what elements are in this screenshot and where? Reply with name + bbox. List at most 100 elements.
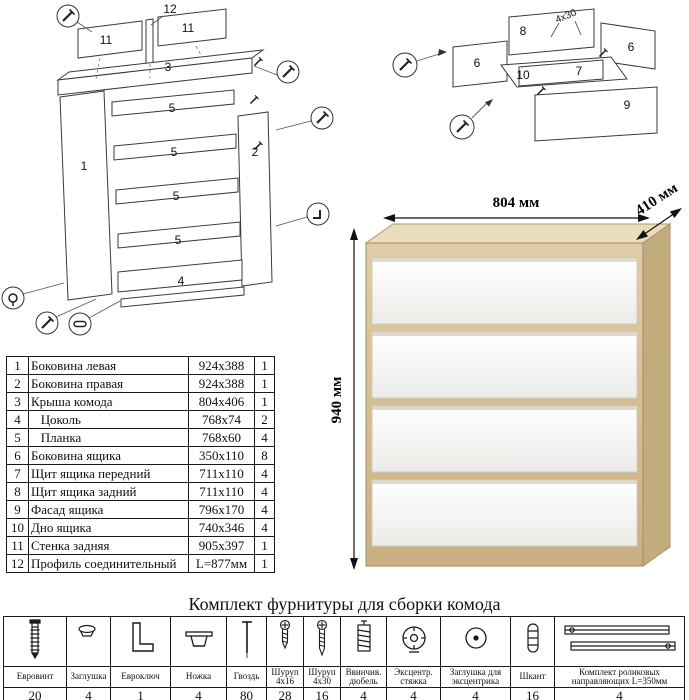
part-qty: 1 — [254, 374, 275, 393]
hardware-label: Заглушка для эксцентрика — [440, 666, 511, 688]
part-label-12: 12 — [163, 2, 177, 16]
euro-screw-icon — [29, 619, 41, 660]
hardware-icon-cell — [510, 616, 555, 667]
drawer-back-panel — [508, 8, 595, 56]
part-label-11: 11 — [100, 33, 113, 47]
part-size: 796x170 — [188, 500, 255, 519]
part-qty: 2 — [254, 410, 275, 429]
cam-callout-icon — [1, 286, 25, 310]
short-screw-icon — [279, 619, 291, 650]
frame-exploded-diagram: 12 11 11 3 1 2 5 5 5 5 4 — [1, 2, 334, 336]
part-label-2: 2 — [252, 145, 259, 159]
hardware-label: Евроключ — [110, 666, 171, 688]
part-qty: 4 — [254, 482, 275, 501]
hardware-icon-cell — [266, 616, 304, 667]
hardware-label: Ввинчив. дюбель — [340, 666, 387, 688]
hardware-icon-cell — [554, 616, 685, 667]
hardware-label: Шкант — [510, 666, 555, 688]
drawer-facade — [534, 86, 658, 142]
width-dimension-label: 804 мм — [493, 195, 540, 211]
hardware-label: Заглушка — [66, 666, 111, 688]
screw-callout-icon — [392, 52, 418, 78]
part-qty: 4 — [254, 518, 275, 537]
callout-leader-lines — [416, 20, 582, 119]
part-label-9: 9 — [624, 98, 631, 112]
part-size: 804x406 — [188, 392, 255, 411]
part-label-11: 11 — [182, 21, 195, 35]
drawer-front-2 — [371, 331, 638, 399]
part-qty: 8 — [254, 446, 275, 465]
hardware-qty: 4 — [554, 687, 685, 700]
part-number: 12 — [6, 554, 29, 573]
screw-callout-icon — [310, 106, 334, 130]
assembly-guide-lines — [95, 45, 203, 80]
cam-lock-icon — [401, 626, 426, 653]
back-panel-left — [77, 20, 143, 59]
part-qty: 1 — [254, 554, 275, 573]
plinth-back — [120, 286, 245, 308]
drawer-slides-icon — [563, 625, 676, 651]
part-number: 3 — [6, 392, 29, 411]
hardware-icon-cell — [66, 616, 111, 667]
hardware-label: Комплект роликовых направляющих L=350мм — [554, 666, 685, 688]
hardware-qty: 16 — [510, 687, 555, 700]
left-side-panel — [59, 90, 113, 301]
drawer-front-panel — [518, 59, 604, 87]
part-qty: 1 — [254, 356, 275, 375]
hardware-icon-cell — [110, 616, 171, 667]
hardware-label: Гвоздь — [226, 666, 267, 688]
frame-part-labels: 12 11 11 3 1 2 5 5 5 5 4 — [81, 2, 259, 288]
part-size: 740x346 — [188, 518, 255, 537]
chest-render: 804 мм 940 мм 410 мм — [330, 180, 682, 570]
hardware-icon-cell — [340, 616, 387, 667]
part-name: Планка — [28, 428, 189, 447]
fastener-callouts — [1, 4, 334, 336]
drawer-front-4 — [371, 479, 638, 547]
part-label-5: 5 — [169, 101, 176, 115]
screw-callout-icon — [276, 60, 300, 84]
connector-profile — [145, 18, 154, 65]
rail-4 — [117, 221, 241, 249]
bracket-callout-icon — [306, 202, 330, 226]
plinth-front — [117, 259, 243, 293]
hardware-qty: 80 — [226, 687, 267, 700]
part-number: 4 — [6, 410, 29, 429]
part-name: Боковина правая — [28, 374, 189, 393]
part-qty: 1 — [254, 392, 275, 411]
long-screw-icon — [316, 619, 328, 657]
part-number: 11 — [6, 536, 29, 555]
part-name: Крыша комода — [28, 392, 189, 411]
hardware-qty: 4 — [170, 687, 227, 700]
cam-cap-icon — [464, 627, 487, 649]
drawer-side-left — [452, 40, 508, 88]
part-label-3: 3 — [165, 60, 172, 74]
nail-icon — [241, 621, 252, 658]
part-name: Дно ящика — [28, 518, 189, 537]
hardware-icon-cell — [440, 616, 511, 667]
part-number: 2 — [6, 374, 29, 393]
part-size: 924x388 — [188, 356, 255, 375]
back-panel-right — [157, 8, 227, 47]
part-size: 924x388 — [188, 374, 255, 393]
hardware-icon-cell — [303, 616, 341, 667]
rail-1 — [111, 89, 235, 117]
part-name: Цоколь — [28, 410, 189, 429]
right-side-panel — [237, 111, 273, 287]
screw-callout-icon — [35, 311, 59, 335]
part-label-8: 8 — [520, 24, 527, 38]
hardware-qty: 4 — [440, 687, 511, 700]
drawer-front-3 — [371, 405, 638, 473]
part-label-10: 10 — [516, 68, 530, 82]
part-number: 7 — [6, 464, 29, 483]
